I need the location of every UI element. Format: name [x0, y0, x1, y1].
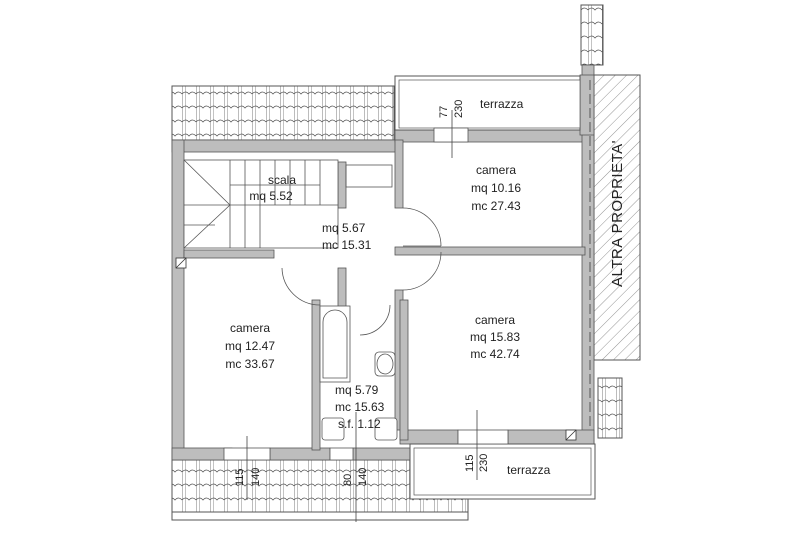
room-volume-camera-bottom-right: mc 42.74	[470, 347, 520, 361]
room-volume-disimpegno: mc 15.31	[322, 238, 372, 252]
room-volume-bagno: mc 15.63	[335, 400, 385, 414]
room-name-scala: scala	[267, 173, 297, 187]
window-camera-left-dim-a: 115	[234, 468, 246, 486]
terrace-top-dim-a: 77	[438, 105, 450, 118]
roof-tiles-top	[171, 85, 395, 141]
window-bagno-dim-a: 80	[342, 473, 354, 486]
room-area-scala: mq 5.52	[249, 189, 293, 203]
room-window-area-bagno: s.f. 1.12	[338, 417, 381, 431]
room-area-camera-bottom-right: mq 15.83	[469, 330, 521, 344]
room-area-camera-left: mq 12.47	[224, 339, 276, 353]
room-area-bagno: mq 5.79	[335, 383, 379, 397]
adjacent-property-label: ALTRA PROPRIETA'	[609, 139, 626, 287]
room-volume-camera-top-right: mc 27.43	[471, 199, 521, 213]
terrace-bottom-dim-a: 115	[464, 454, 476, 472]
room-name-camera-top-right: camera	[475, 163, 517, 177]
window-bagno-dim-b: 140	[357, 467, 369, 486]
room-name-camera-left: camera	[229, 321, 271, 335]
terrace-bottom-label: terrazza	[507, 463, 551, 477]
room-name-camera-bottom-right: camera	[474, 313, 516, 327]
terrace-bottom-dim-b: 230	[478, 453, 490, 472]
room-area-camera-top-right: mq 10.16	[470, 181, 522, 195]
staircase	[183, 159, 393, 249]
roof-tiles-right-bottom	[597, 377, 623, 439]
terrace-top-dim-b: 230	[453, 99, 465, 118]
room-area-disimpegno: mq 5.67	[322, 221, 366, 235]
adjacent-property-area	[593, 74, 641, 361]
room-volume-camera-left: mc 33.67	[225, 357, 275, 371]
terrace-top-label: terrazza	[480, 97, 524, 111]
window-camera-left-dim-b: 140	[250, 467, 262, 486]
roof-tiles-right-top	[580, 4, 604, 66]
